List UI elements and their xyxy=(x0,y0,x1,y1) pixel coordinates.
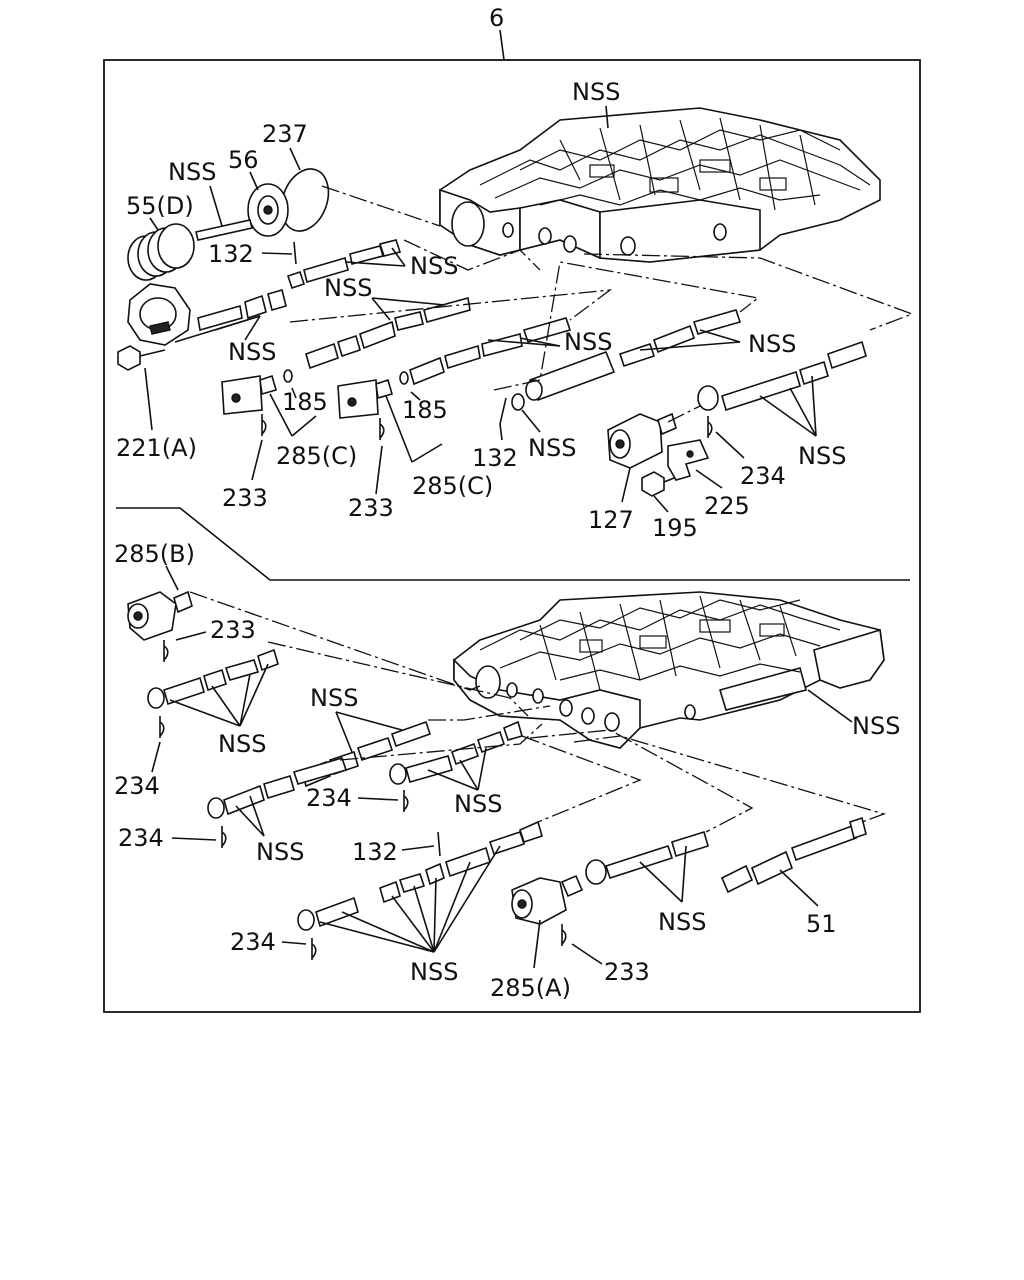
label-234-d: 234 xyxy=(306,784,352,812)
lower-valve-body xyxy=(453,591,885,749)
label-234-a: 234 xyxy=(740,462,786,490)
solenoid-285a xyxy=(511,874,584,925)
label-nss-f: NSS xyxy=(528,434,576,462)
label-nss-b: NSS xyxy=(228,338,276,366)
guide-upper-4 xyxy=(493,261,760,391)
label-nss-pin: NSS xyxy=(168,158,216,186)
label-233-b: 233 xyxy=(348,494,394,522)
label-132-b: 132 xyxy=(472,444,518,472)
valve-train-6 xyxy=(697,340,867,412)
label-233-a: 233 xyxy=(222,484,268,512)
clip-233-c xyxy=(163,640,169,662)
section-divider xyxy=(116,507,910,581)
label-185-b: 185 xyxy=(402,396,448,424)
label-nss-h: NSS xyxy=(218,730,266,758)
clip-233-b xyxy=(379,418,385,440)
label-nss-e: NSS xyxy=(748,330,796,358)
guide-lower-3 xyxy=(428,705,551,721)
label-51: 51 xyxy=(806,910,837,938)
valve-train-11 xyxy=(297,820,543,931)
plug-56 xyxy=(247,183,289,237)
label-nss-a: NSS xyxy=(410,252,458,280)
label-assembly-6: 6 xyxy=(489,4,504,32)
guide-lower-6 xyxy=(529,729,754,833)
solenoid-285c-b xyxy=(337,378,393,419)
valve-train-10 xyxy=(389,720,523,785)
label-nss-j: NSS xyxy=(454,790,502,818)
upper-valve-body xyxy=(439,107,881,263)
label-234-b: 234 xyxy=(114,772,160,800)
valve-train-9 xyxy=(207,757,348,819)
guide-upper-2 xyxy=(403,239,541,271)
clip-234-d xyxy=(403,790,409,812)
guide-lower-4 xyxy=(339,723,543,761)
valve-part-51 xyxy=(720,816,867,894)
bracket-225 xyxy=(667,439,710,481)
guide-lower-1 xyxy=(189,591,481,691)
valve-train-4 xyxy=(399,317,572,386)
guide-upper-6 xyxy=(667,405,701,423)
seal-ring-237 xyxy=(280,168,330,232)
valve-train-12 xyxy=(585,830,709,885)
pin-nss xyxy=(195,219,253,241)
valve-train-1 xyxy=(197,289,287,332)
label-225: 225 xyxy=(704,492,750,520)
label-nss-m: NSS xyxy=(410,958,458,986)
label-nss-d: NSS xyxy=(564,328,612,356)
label-56: 56 xyxy=(228,146,259,174)
clip-233-a xyxy=(261,414,267,436)
label-nss-lower-body: NSS xyxy=(852,712,900,740)
guide-lower-7 xyxy=(573,735,887,823)
diagram-frame xyxy=(103,59,921,1013)
label-nss-l: NSS xyxy=(256,838,304,866)
label-nss-top: NSS xyxy=(572,78,620,106)
label-nss-c: NSS xyxy=(324,274,372,302)
valve-train-5 xyxy=(618,309,742,368)
assembly-leader xyxy=(499,29,505,61)
guide-upper-1 xyxy=(321,185,441,227)
label-185-a: 185 xyxy=(282,388,328,416)
clip-234-e xyxy=(311,938,317,960)
solenoid-285c-a xyxy=(221,374,277,415)
label-nss-g: NSS xyxy=(798,442,846,470)
label-237: 237 xyxy=(262,120,308,148)
label-234-e: 234 xyxy=(230,928,276,956)
label-127: 127 xyxy=(588,506,634,534)
label-285c-b: 285(C) xyxy=(412,472,493,500)
guide-upper-5 xyxy=(583,253,914,331)
solenoid-285b xyxy=(127,590,193,641)
label-233-d: 233 xyxy=(604,958,650,986)
label-285b: 285(B) xyxy=(114,540,195,568)
solenoid-body-large xyxy=(525,350,616,402)
washer-nss xyxy=(511,393,525,411)
label-nss-i: NSS xyxy=(310,684,358,712)
guide-lower-5 xyxy=(521,735,642,823)
clip-234-c xyxy=(221,826,227,848)
valve-train-3 xyxy=(305,296,471,370)
valve-train-7 xyxy=(147,648,279,709)
label-nss-n: NSS xyxy=(658,908,706,936)
solenoid-127 xyxy=(607,412,677,469)
bolt-221a xyxy=(117,345,166,371)
spring-55d xyxy=(127,223,195,281)
label-132-c: 132 xyxy=(352,838,398,866)
label-132-a: 132 xyxy=(208,240,254,268)
guide-upper-3 xyxy=(289,289,613,323)
clip-233-d xyxy=(561,924,567,946)
accumulator-cover xyxy=(127,283,191,346)
label-55d: 55(D) xyxy=(126,192,194,220)
label-233-c: 233 xyxy=(210,616,256,644)
label-195: 195 xyxy=(652,514,698,542)
label-234-c: 234 xyxy=(118,824,164,852)
clip-234-a xyxy=(707,416,713,438)
clip-234-b xyxy=(159,716,165,738)
label-285c-a: 285(C) xyxy=(276,442,357,470)
label-221a: 221(A) xyxy=(116,434,197,462)
label-285a: 285(A) xyxy=(490,974,571,1002)
